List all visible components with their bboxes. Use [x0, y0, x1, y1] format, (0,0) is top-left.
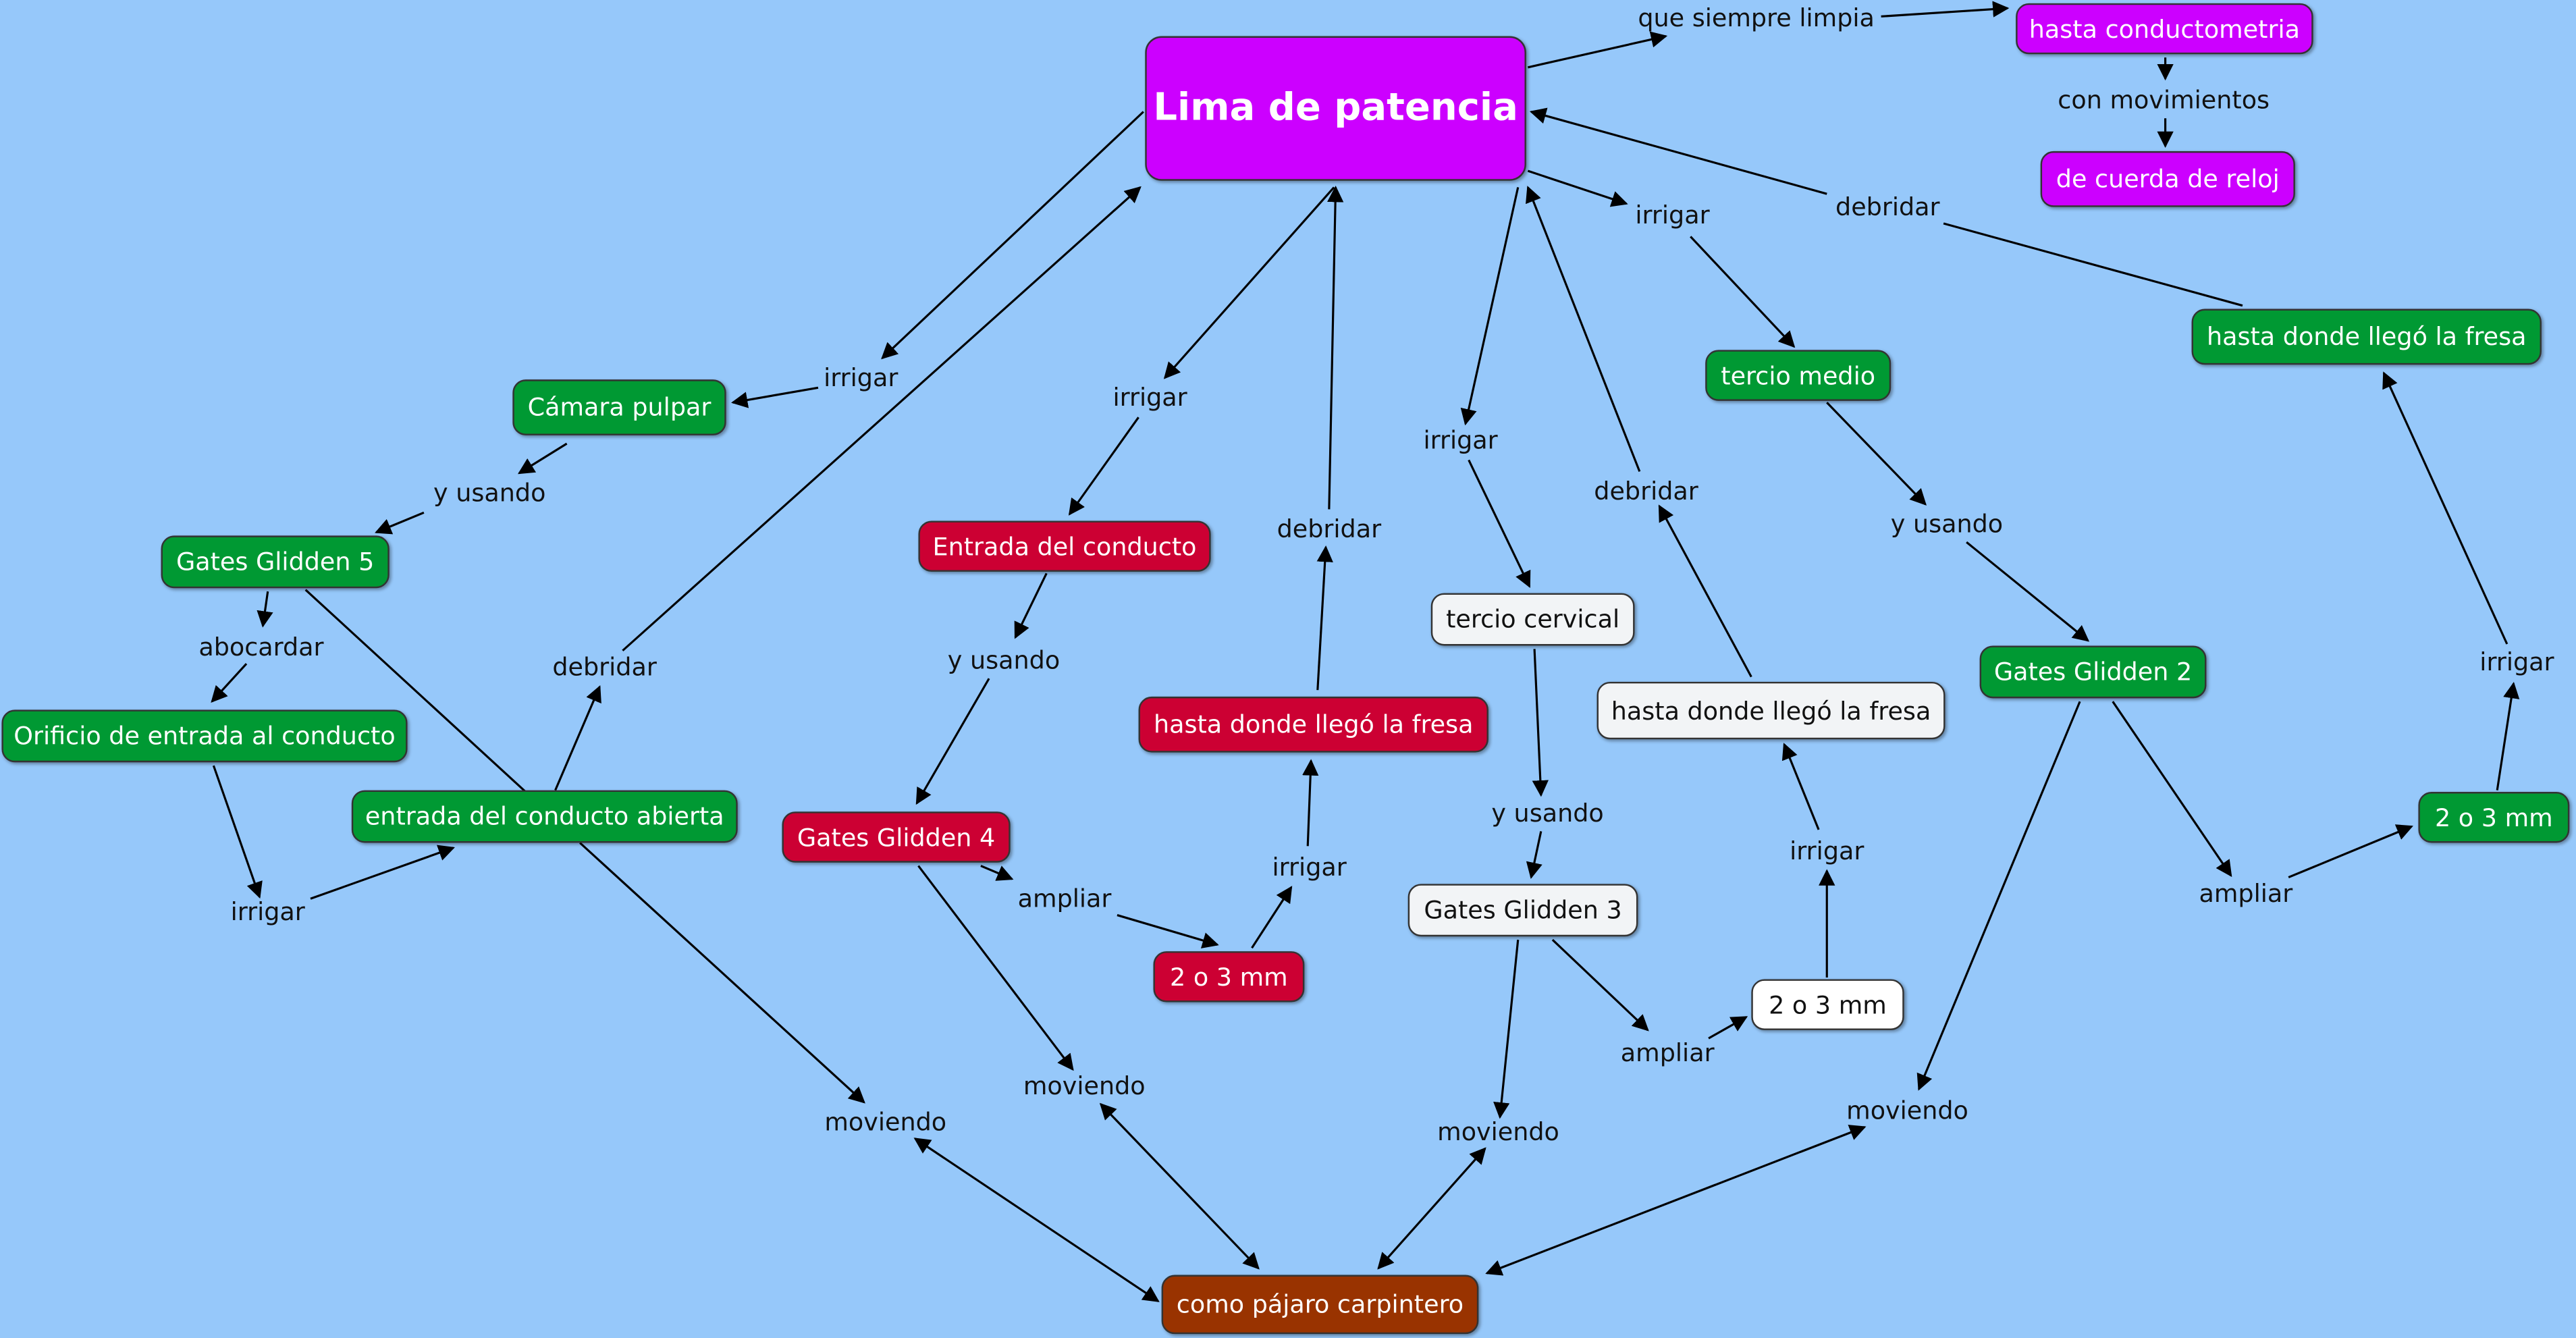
- link-label-y-usando-2: y usando: [1890, 509, 2004, 539]
- link-label-y-usando-5: y usando: [433, 478, 546, 508]
- node-fresa-green[interactable]: hasta donde llegó la fresa: [2191, 309, 2542, 365]
- node-hasta-conductometria[interactable]: hasta conductometria: [2016, 3, 2313, 55]
- link-label-debridar-green: debridar: [1835, 192, 1940, 222]
- link-label-ampliar-3: ampliar: [1620, 1038, 1715, 1068]
- link-label-irrigar-camara: irrigar: [824, 363, 898, 393]
- node-tercio-medio[interactable]: tercio medio: [1705, 350, 1891, 401]
- node-entrada-del-conducto[interactable]: Entrada del conducto: [918, 520, 1211, 572]
- node-lima-de-patencia[interactable]: Lima de patencia: [1145, 36, 1526, 181]
- link-label-moviendo-1: moviendo: [824, 1107, 947, 1138]
- link-label-que-siempre-limpia: que siempre limpia: [1638, 3, 1875, 33]
- link-label-con-movimientos: con movimientos: [2058, 85, 2270, 115]
- node-tercio-cervical[interactable]: tercio cervical: [1430, 593, 1635, 646]
- link-label-moviendo-2: moviendo: [1023, 1071, 1146, 1101]
- link-label-irrigar-orificio: irrigar: [230, 897, 305, 927]
- link-label-irrigar-white: irrigar: [1790, 836, 1864, 866]
- link-label-moviendo-3: moviendo: [1437, 1117, 1559, 1147]
- link-label-debridar-left: debridar: [552, 652, 657, 682]
- node-como-pajaro-carpintero[interactable]: como pájaro carpintero: [1161, 1275, 1479, 1335]
- node-entrada-conducto-abierta[interactable]: entrada del conducto abierta: [351, 790, 738, 843]
- node-fresa-white[interactable]: hasta donde llegó la fresa: [1596, 681, 1946, 740]
- link-label-y-usando-4: y usando: [947, 645, 1061, 676]
- link-label-irrigar-cervical: irrigar: [1423, 425, 1498, 456]
- link-label-ampliar-2: ampliar: [2199, 879, 2293, 909]
- link-label-debridar-white: debridar: [1594, 476, 1698, 506]
- node-gates-glidden-3[interactable]: Gates Glidden 3: [1407, 884, 1638, 937]
- link-label-irrigar-red: irrigar: [1272, 853, 1347, 882]
- node-orificio-entrada[interactable]: Orificio de entrada al conducto: [1, 710, 408, 763]
- node-gates-glidden-5[interactable]: Gates Glidden 5: [161, 535, 390, 589]
- node-gates-glidden-4[interactable]: Gates Glidden 4: [782, 811, 1011, 863]
- node-2-3-mm-white[interactable]: 2 o 3 mm: [1751, 979, 1904, 1030]
- node-2-3-mm-red[interactable]: 2 o 3 mm: [1153, 951, 1305, 1002]
- link-label-irrigar-green: irrigar: [2479, 647, 2554, 677]
- link-label-ampliar-4: ampliar: [1017, 884, 1112, 914]
- link-label-y-usando-3: y usando: [1491, 798, 1604, 828]
- link-label-debridar-red: debridar: [1277, 514, 1382, 544]
- node-de-cuerda-de-reloj[interactable]: de cuerda de reloj: [2040, 151, 2295, 207]
- link-label-moviendo-4: moviendo: [1846, 1096, 1968, 1126]
- node-fresa-red[interactable]: hasta donde llegó la fresa: [1138, 696, 1488, 753]
- node-camara-pulpar[interactable]: Cámara pulpar: [512, 379, 726, 435]
- link-label-irrigar-entrada: irrigar: [1112, 383, 1187, 412]
- link-label-abocardar: abocardar: [198, 632, 324, 662]
- link-label-irrigar-medio: irrigar: [1635, 200, 1710, 230]
- node-2-3-mm-green[interactable]: 2 o 3 mm: [2418, 792, 2570, 843]
- node-gates-glidden-2[interactable]: Gates Glidden 2: [1979, 645, 2207, 699]
